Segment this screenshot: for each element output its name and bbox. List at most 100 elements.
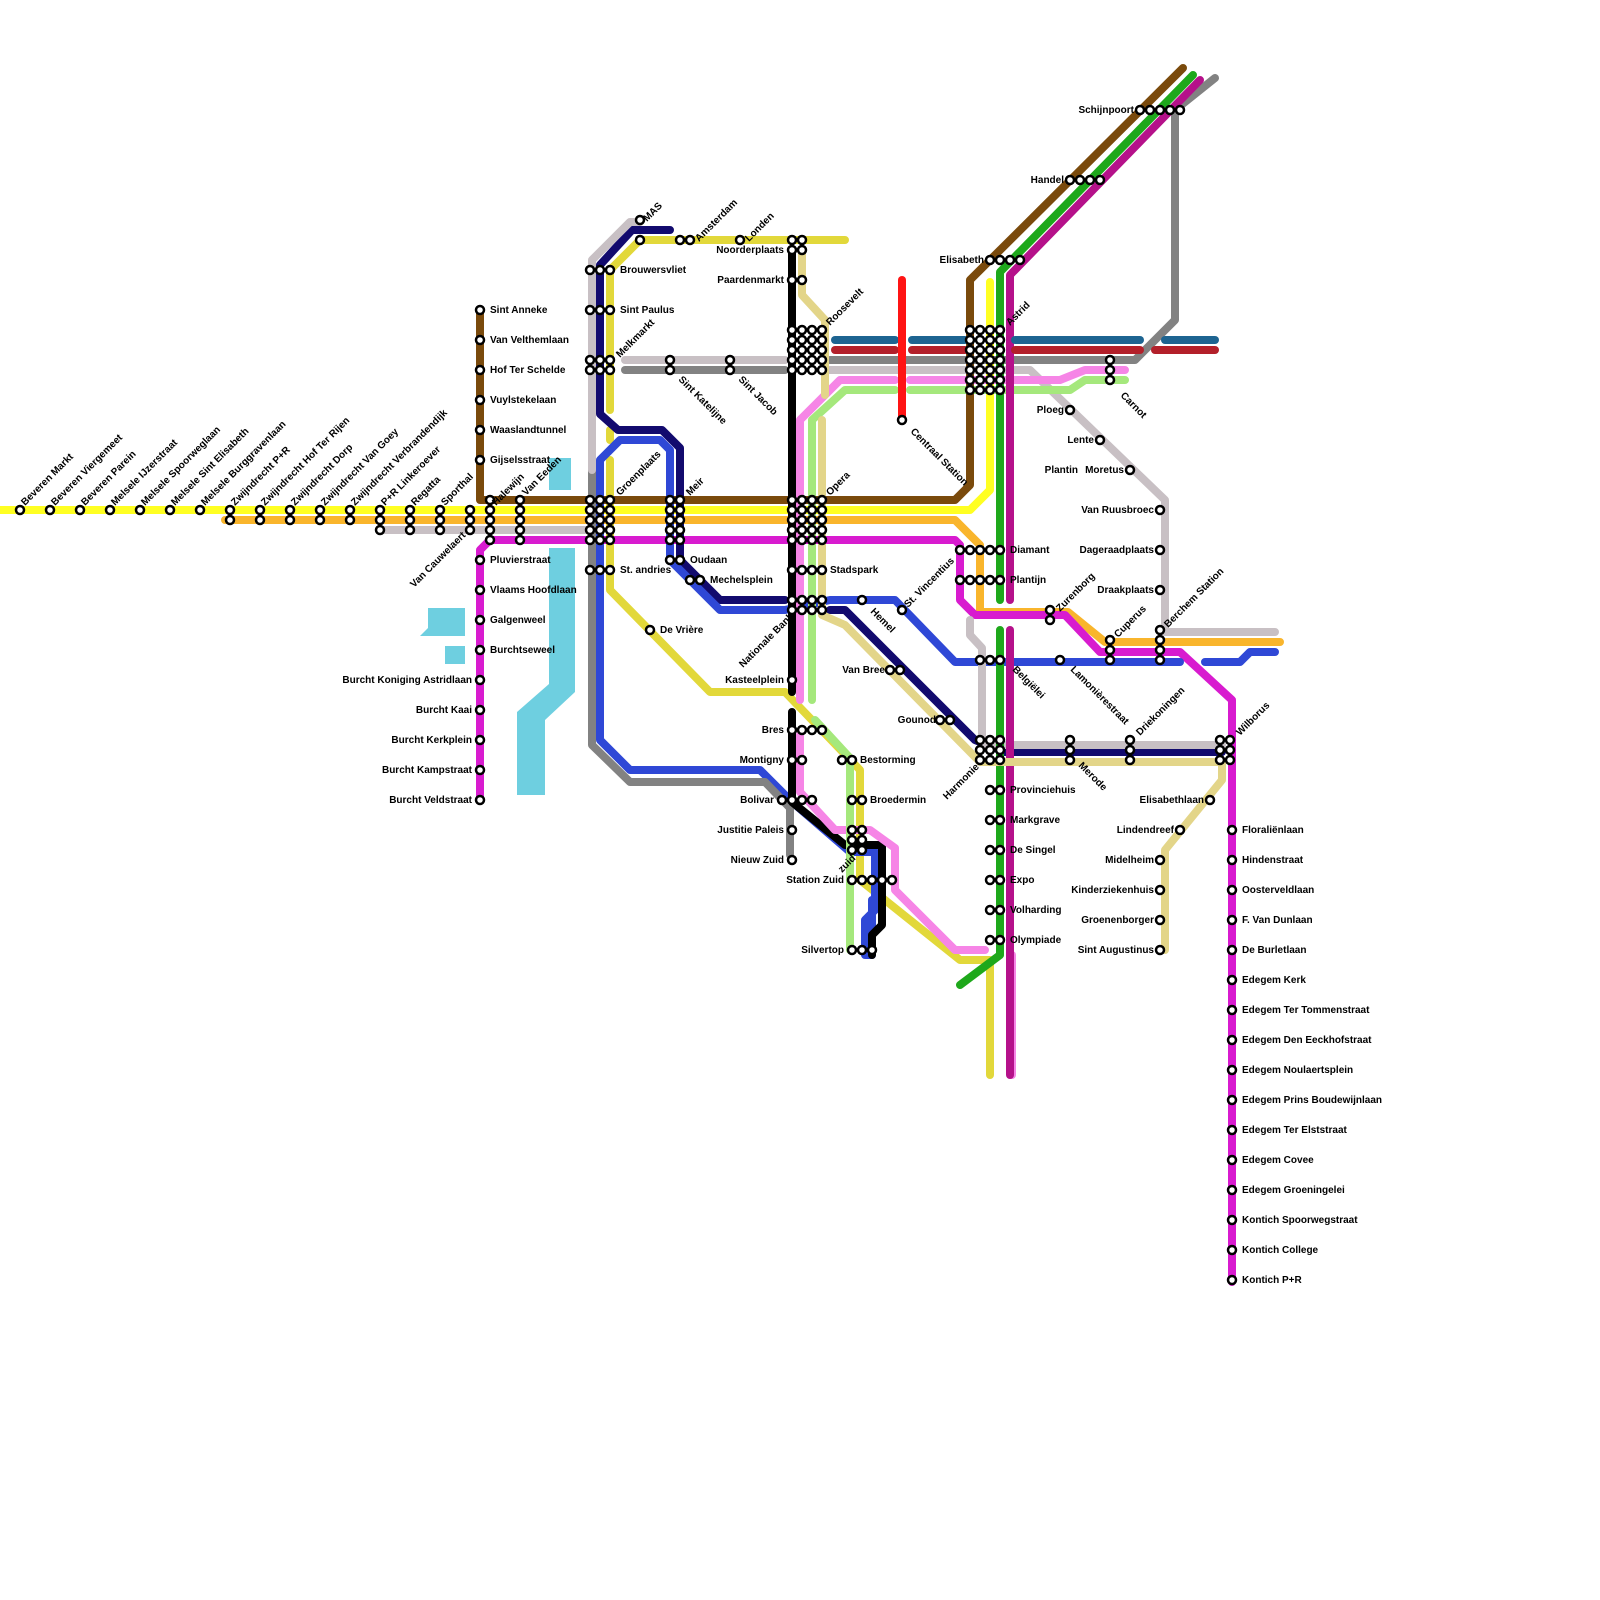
label-beveren-parein[interactable]: Beveren Parein bbox=[79, 449, 138, 508]
stop-marker[interactable] bbox=[1154, 884, 1166, 896]
stop-marker[interactable] bbox=[514, 514, 526, 526]
stop-marker[interactable] bbox=[514, 524, 526, 536]
stop-marker[interactable] bbox=[816, 344, 828, 356]
stop-marker[interactable] bbox=[994, 784, 1006, 796]
label-bolivar[interactable]: Bolivar bbox=[740, 795, 774, 806]
stop-marker[interactable] bbox=[786, 324, 798, 336]
label-burcht-koniging-astridlaan[interactable]: Burcht Koniging Astridlaan bbox=[342, 675, 472, 686]
stop-marker[interactable] bbox=[786, 504, 798, 516]
stop-marker[interactable] bbox=[374, 524, 386, 536]
stop-marker[interactable] bbox=[846, 874, 858, 886]
label-roosevelt[interactable]: Roosevelt bbox=[824, 286, 866, 328]
stop-marker[interactable] bbox=[846, 824, 858, 836]
stop-marker[interactable] bbox=[994, 374, 1006, 386]
stop-marker[interactable] bbox=[474, 424, 486, 436]
stop-marker[interactable] bbox=[974, 334, 986, 346]
label-de-burletlaan[interactable]: De Burletlaan bbox=[1242, 945, 1306, 956]
stop-marker[interactable] bbox=[1226, 1244, 1238, 1256]
stop-marker[interactable] bbox=[786, 854, 798, 866]
stop-marker[interactable] bbox=[664, 514, 676, 526]
stop-marker[interactable] bbox=[776, 794, 788, 806]
stop-marker[interactable] bbox=[786, 794, 798, 806]
label-st-vincentius[interactable]: St. Vincentius bbox=[902, 555, 957, 610]
label-groenplaats[interactable]: Groenplaats bbox=[614, 449, 663, 498]
stop-marker[interactable] bbox=[984, 344, 996, 356]
stop-marker[interactable] bbox=[74, 504, 86, 516]
stop-marker[interactable] bbox=[344, 504, 356, 516]
label-lindendreef[interactable]: Lindendreef bbox=[1117, 825, 1175, 836]
stop-marker[interactable] bbox=[994, 344, 1006, 356]
stop-marker[interactable] bbox=[674, 504, 686, 516]
stop-marker[interactable] bbox=[994, 744, 1006, 756]
stop-marker[interactable] bbox=[724, 364, 736, 376]
label-plantijn[interactable]: Plantijn bbox=[1010, 575, 1046, 586]
stop-marker[interactable] bbox=[974, 754, 986, 766]
stop-marker[interactable] bbox=[1074, 174, 1086, 186]
stop-marker[interactable] bbox=[994, 654, 1006, 666]
stop-marker[interactable] bbox=[1064, 404, 1076, 416]
stop-marker[interactable] bbox=[254, 514, 266, 526]
stop-marker[interactable] bbox=[984, 814, 996, 826]
stop-marker[interactable] bbox=[796, 504, 808, 516]
label-edegem-ter-tommenstraat[interactable]: Edegem Ter Tommenstraat bbox=[1242, 1005, 1370, 1016]
stop-marker[interactable] bbox=[514, 534, 526, 546]
label-edegem-ter-elststraat[interactable]: Edegem Ter Elststraat bbox=[1242, 1125, 1348, 1136]
label-van-velthemlaan[interactable]: Van Velthemlaan bbox=[490, 335, 569, 346]
stop-marker[interactable] bbox=[796, 364, 808, 376]
stop-marker[interactable] bbox=[1094, 174, 1106, 186]
stop-marker[interactable] bbox=[1044, 614, 1056, 626]
stop-marker[interactable] bbox=[1064, 174, 1076, 186]
label-nationale-bank[interactable]: Nationale Bank bbox=[737, 611, 796, 670]
stop-marker[interactable] bbox=[836, 754, 848, 766]
stop-marker[interactable] bbox=[994, 364, 1006, 376]
stop-marker[interactable] bbox=[994, 874, 1006, 886]
stop-marker[interactable] bbox=[974, 734, 986, 746]
stop-marker[interactable] bbox=[856, 874, 868, 886]
stop-marker[interactable] bbox=[404, 514, 416, 526]
stop-marker[interactable] bbox=[284, 514, 296, 526]
stop-marker[interactable] bbox=[684, 234, 696, 246]
stop-marker[interactable] bbox=[974, 324, 986, 336]
stop-marker[interactable] bbox=[786, 274, 798, 286]
stop-marker[interactable] bbox=[374, 504, 386, 516]
stop-marker[interactable] bbox=[894, 664, 906, 676]
label-noorderplaats[interactable]: Noorderplaats bbox=[716, 245, 784, 256]
stop-marker[interactable] bbox=[816, 324, 828, 336]
stop-marker[interactable] bbox=[1226, 1004, 1238, 1016]
stop-marker[interactable] bbox=[806, 344, 818, 356]
stop-marker[interactable] bbox=[484, 494, 496, 506]
stop-marker[interactable] bbox=[796, 724, 808, 736]
label-justitie-paleis[interactable]: Justitie Paleis bbox=[717, 825, 784, 836]
label-mechelsplein[interactable]: Mechelsplein bbox=[710, 575, 773, 586]
stop-marker[interactable] bbox=[786, 534, 798, 546]
stop-marker[interactable] bbox=[604, 524, 616, 536]
stop-marker[interactable] bbox=[1224, 754, 1236, 766]
stop-marker[interactable] bbox=[1226, 1214, 1238, 1226]
label-melkmarkt[interactable]: Melkmarkt bbox=[614, 317, 657, 360]
stop-marker[interactable] bbox=[786, 344, 798, 356]
label-galgenweel[interactable]: Galgenweel bbox=[490, 615, 546, 626]
stop-marker[interactable] bbox=[984, 734, 996, 746]
stop-marker[interactable] bbox=[856, 824, 868, 836]
stop-marker[interactable] bbox=[796, 604, 808, 616]
label-oosterveldlaan[interactable]: Oosterveldlaan bbox=[1242, 885, 1314, 896]
stop-marker[interactable] bbox=[806, 604, 818, 616]
label-kontich-spoorwegstraat[interactable]: Kontich Spoorwegstraat bbox=[1242, 1215, 1358, 1226]
stop-marker[interactable] bbox=[474, 364, 486, 376]
stop-marker[interactable] bbox=[964, 354, 976, 366]
stop-marker[interactable] bbox=[984, 754, 996, 766]
stop-marker[interactable] bbox=[374, 514, 386, 526]
stop-marker[interactable] bbox=[484, 514, 496, 526]
label-lamonierestraat[interactable]: Lamonièrestraat bbox=[1068, 664, 1131, 727]
stop-marker[interactable] bbox=[694, 574, 706, 586]
stop-marker[interactable] bbox=[664, 534, 676, 546]
label-markgrave[interactable]: Markgrave bbox=[1010, 815, 1060, 826]
stop-marker[interactable] bbox=[1226, 1124, 1238, 1136]
stop-marker[interactable] bbox=[1004, 254, 1016, 266]
stop-marker[interactable] bbox=[474, 704, 486, 716]
stop-marker[interactable] bbox=[1154, 504, 1166, 516]
stop-marker[interactable] bbox=[474, 674, 486, 686]
stop-marker[interactable] bbox=[1104, 354, 1116, 366]
stop-marker[interactable] bbox=[856, 944, 868, 956]
stop-marker[interactable] bbox=[1214, 734, 1226, 746]
